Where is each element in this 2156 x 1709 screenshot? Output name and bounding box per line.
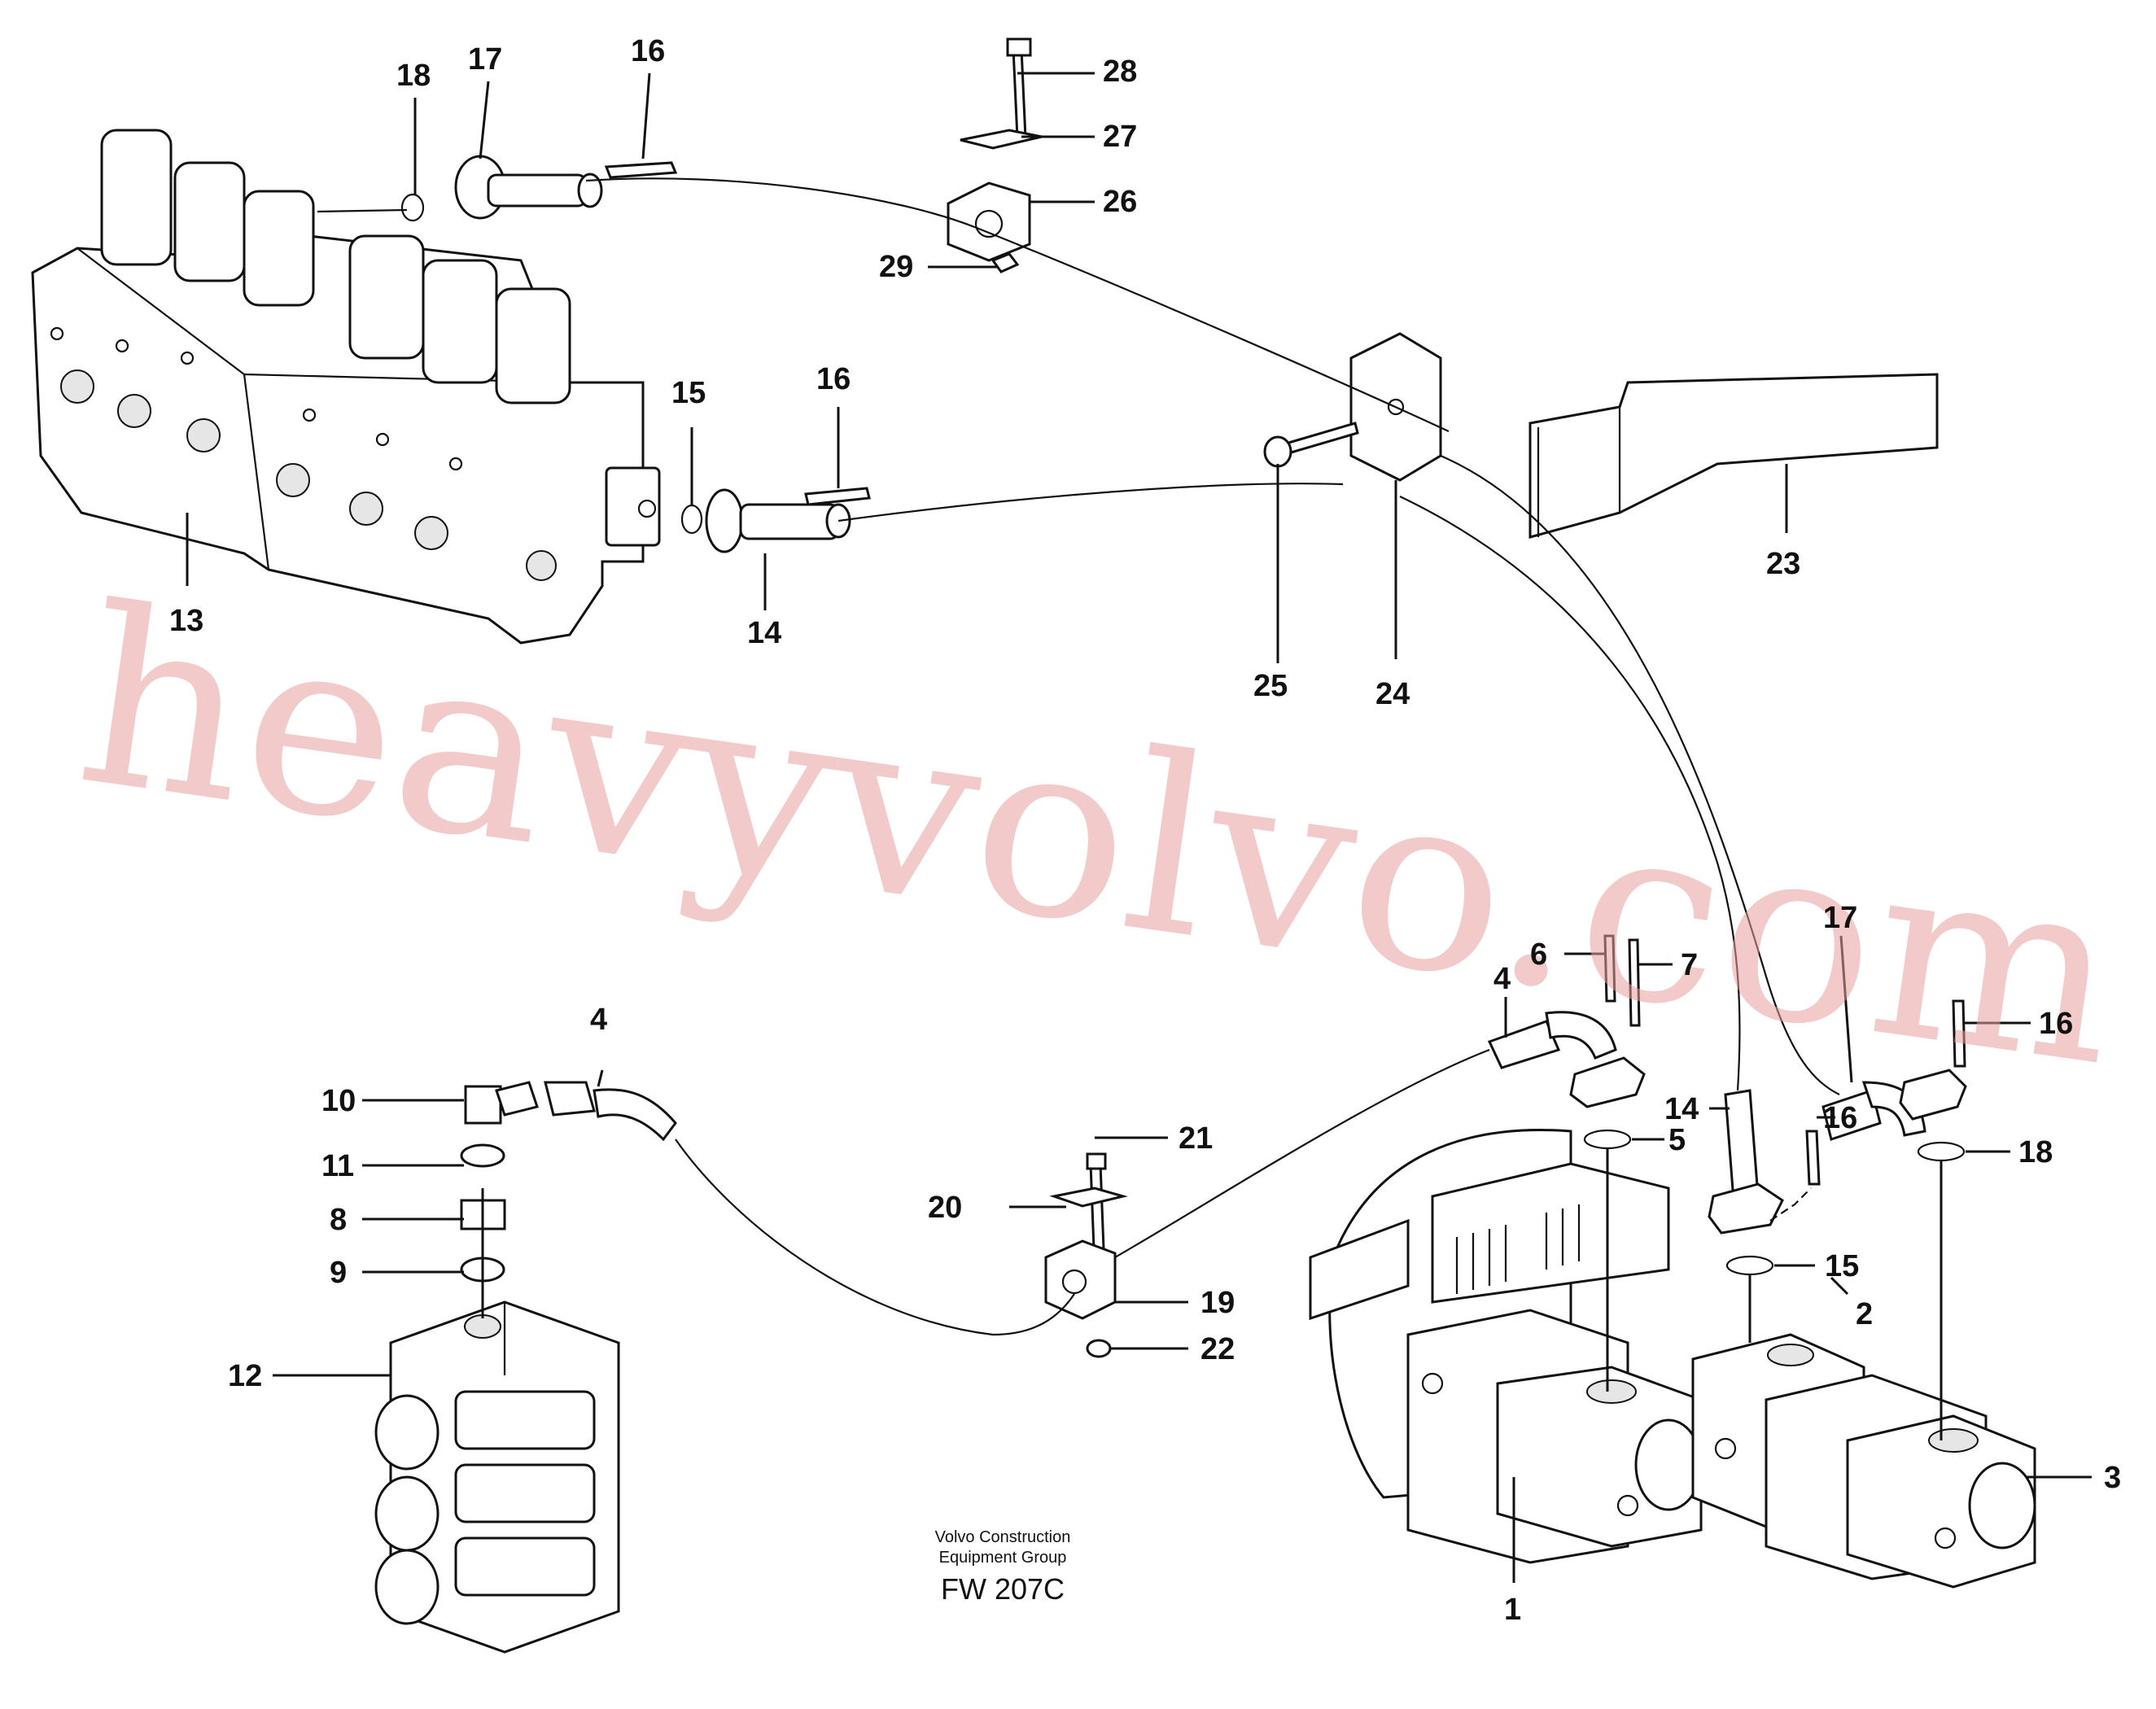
clamp-middle (1044, 1152, 1128, 1358)
upper-fittings (400, 155, 871, 553)
callout-15-lower: 15 (1825, 1249, 1859, 1283)
callout-8: 8 (330, 1203, 347, 1237)
callout-29: 29 (879, 250, 913, 284)
callout-12: 12 (228, 1359, 262, 1393)
callout-3: 3 (2104, 1461, 2121, 1495)
callout-28: 28 (1103, 55, 1137, 89)
callout-19: 19 (1200, 1286, 1235, 1320)
callout-16-top: 16 (631, 34, 665, 68)
callout-23: 23 (1766, 547, 1800, 581)
callout-5: 5 (1668, 1123, 1686, 1157)
callout-11: 11 (321, 1149, 354, 1183)
footer-line-2: Equipment Group (939, 1549, 1067, 1567)
callout-4-left: 4 (590, 1003, 607, 1037)
bracket-assembly (1263, 332, 1939, 539)
callout-17-right: 17 (1823, 901, 1857, 935)
callout-4-right: 4 (1493, 962, 1511, 996)
pump-fittings (1487, 934, 1967, 1276)
callout-16-upper: 16 (816, 362, 851, 396)
callout-27: 27 (1103, 120, 1137, 154)
callout-25: 25 (1253, 669, 1288, 703)
pump-assembly (1309, 1129, 2036, 1589)
callout-16-mid: 16 (1823, 1101, 1857, 1135)
callout-2: 2 (1856, 1297, 1873, 1331)
figure-code: FW 207C (941, 1572, 1065, 1606)
control-valve-assembly (31, 129, 661, 645)
watermark: heavyvolvo.com (64, 554, 2135, 1121)
callout-9: 9 (330, 1256, 347, 1290)
callout-15-upper: 15 (671, 376, 706, 410)
callout-21: 21 (1179, 1121, 1213, 1156)
pilot-valve-assembly (374, 1081, 677, 1654)
callout-18-right: 18 (2018, 1135, 2053, 1169)
callout-labels: 18 17 16 28 27 26 29 15 16 13 14 23 25 2… (169, 34, 2121, 1627)
leader-lines (186, 72, 2092, 1583)
callout-16-right: 16 (2039, 1007, 2073, 1041)
callout-14-upper: 14 (747, 616, 781, 650)
callout-1: 1 (1504, 1593, 1521, 1627)
callout-17-top: 17 (468, 42, 502, 76)
callout-20: 20 (928, 1191, 962, 1225)
callout-24: 24 (1375, 677, 1410, 711)
callout-6: 6 (1530, 938, 1547, 972)
footer-line-1: Volvo Construction (935, 1528, 1071, 1546)
callout-13: 13 (169, 604, 203, 638)
callout-18-top: 18 (396, 59, 431, 93)
callout-22: 22 (1200, 1332, 1235, 1366)
callout-14-lower: 14 (1664, 1092, 1699, 1126)
footer: Volvo Construction Equipment Group FW 20… (935, 1528, 1071, 1606)
callout-10: 10 (321, 1084, 356, 1118)
hose-lines (317, 177, 1840, 1336)
callout-26: 26 (1103, 185, 1137, 219)
callout-7: 7 (1681, 948, 1698, 982)
